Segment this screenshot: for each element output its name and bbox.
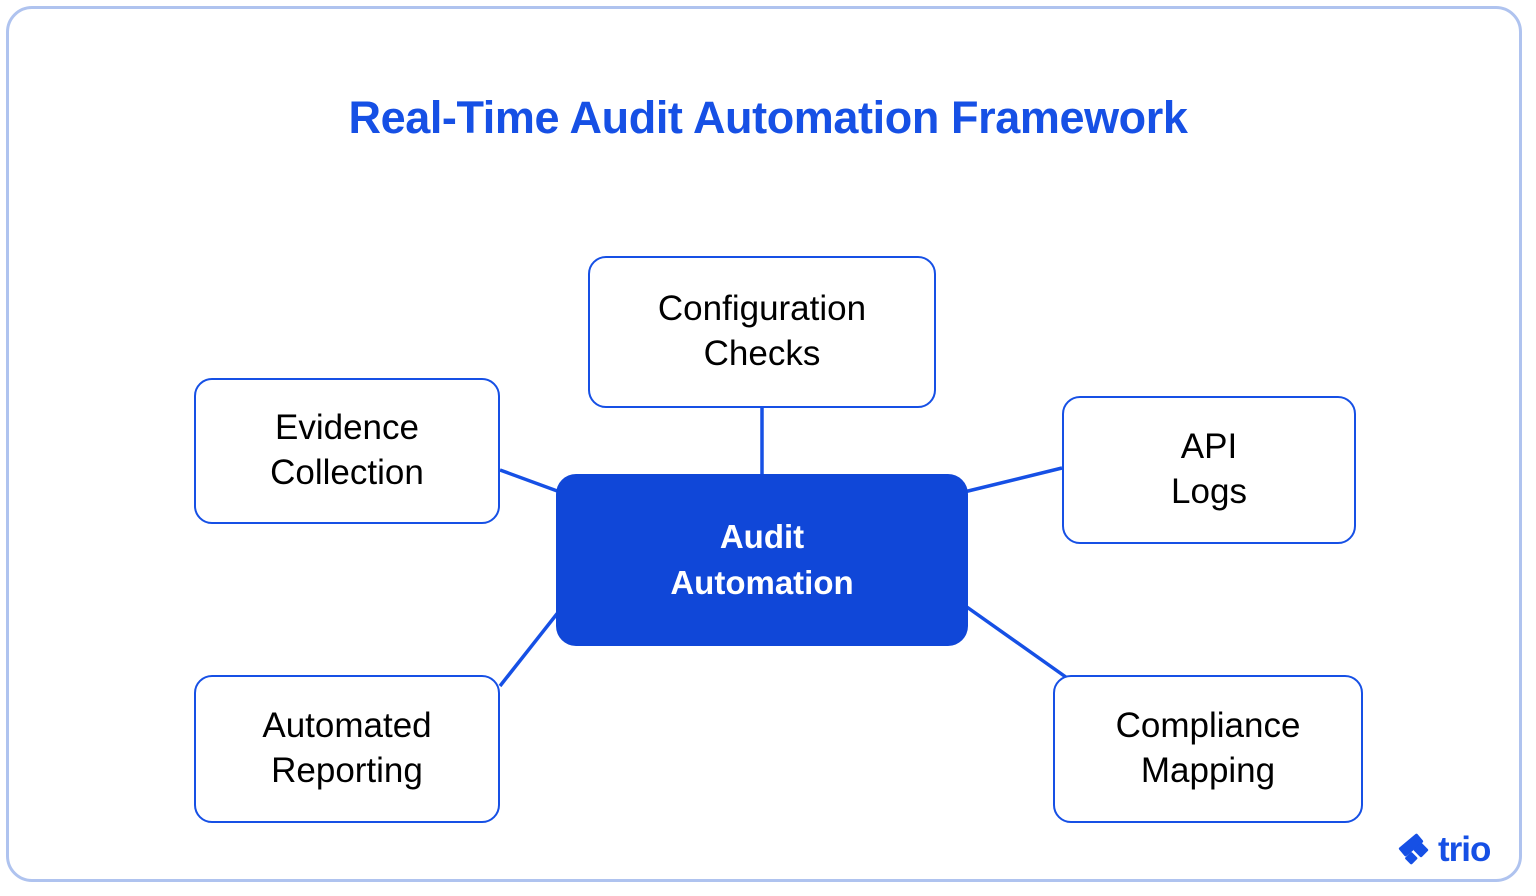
connector-center-api <box>963 466 1063 494</box>
node-label-automated-reporting: Automated Reporting <box>262 706 432 790</box>
connector-center-reporting <box>498 608 562 688</box>
page-title: Real-Time Audit Automation Framework <box>348 92 1188 143</box>
node-audit-automation-center[interactable]: Audit Automation <box>556 474 968 646</box>
connector-center-evidence <box>499 468 561 494</box>
trio-logo: trio <box>1398 824 1510 874</box>
trio-logo-mark <box>1398 833 1429 865</box>
node-configuration-checks[interactable]: Configuration Checks <box>588 256 936 408</box>
node-label-evidence-collection: Evidence Collection <box>270 408 424 492</box>
node-api-logs[interactable]: API Logs <box>1062 396 1356 544</box>
trio-wordmark: trio <box>1438 829 1491 869</box>
node-label-audit-automation: Audit Automation <box>670 518 854 601</box>
node-label-compliance-mapping: Compliance Mapping <box>1115 706 1301 790</box>
node-compliance-mapping[interactable]: Compliance Mapping <box>1053 675 1363 823</box>
node-evidence-collection[interactable]: Evidence Collection <box>194 378 500 524</box>
node-automated-reporting[interactable]: Automated Reporting <box>194 675 500 823</box>
node-label-configuration-checks: Configuration Checks <box>657 289 867 373</box>
connector-center-compliance <box>962 603 1072 682</box>
node-label-api-logs: API Logs <box>1171 427 1247 511</box>
